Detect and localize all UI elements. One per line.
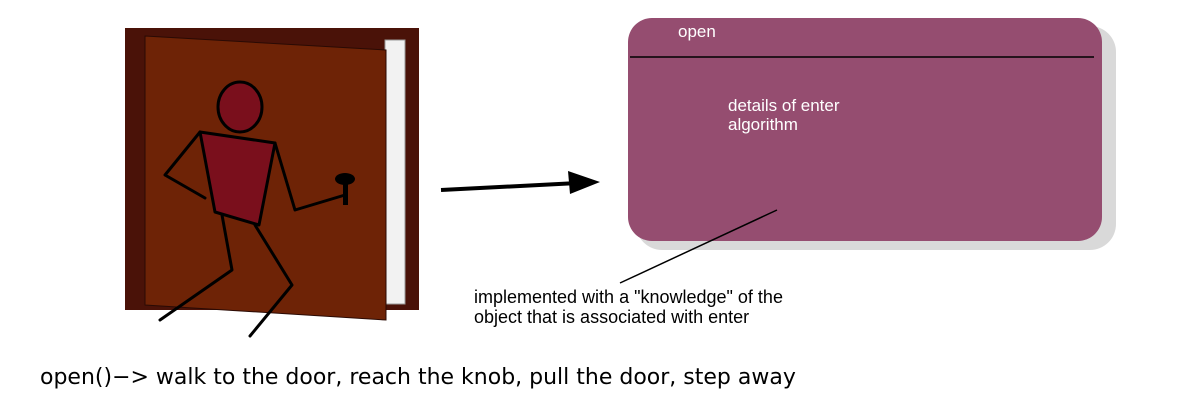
arrow: [440, 171, 600, 194]
note-line: object that is associated with enter: [474, 307, 750, 327]
method-box-panel: [628, 18, 1102, 241]
note-pointer-line: [619, 209, 778, 284]
method-box: [628, 18, 1116, 250]
door-opening-gap: [384, 39, 406, 305]
method-box-title: open: [678, 22, 716, 41]
figure-torso: [198, 130, 277, 227]
stick-figure: [158, 80, 347, 338]
implementation-note: implemented with a "knowledge" of the ob…: [474, 287, 783, 327]
figure-right-leg: [248, 223, 294, 338]
note-line: implemented with a "knowledge" of the: [474, 287, 783, 307]
method-box-body-line: details of enter: [728, 96, 840, 115]
figure-left-leg: [158, 213, 234, 322]
figure-left-arm: [163, 130, 207, 200]
figure-head: [216, 80, 264, 134]
door-knob: [335, 173, 355, 205]
method-box-body-line: algorithm: [728, 115, 798, 134]
method-box-body: details of enter algorithm: [728, 96, 840, 134]
caption: open()−> walk to the door, reach the kno…: [40, 365, 796, 390]
door-illustration: [125, 28, 419, 321]
figure-right-arm: [273, 141, 347, 212]
